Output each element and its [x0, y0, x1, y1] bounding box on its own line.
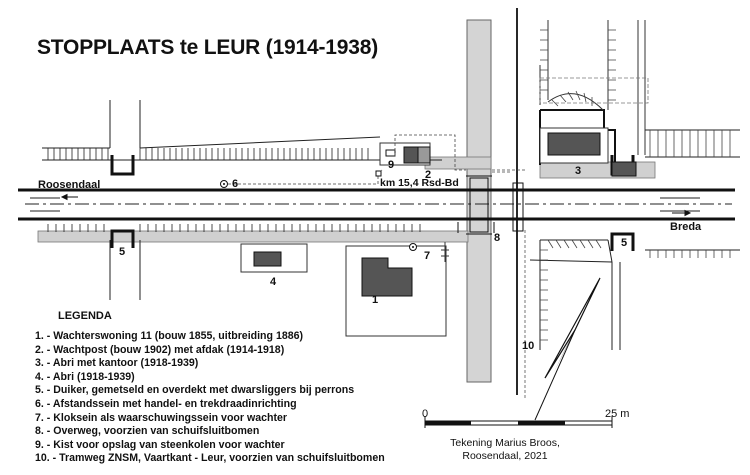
fence-south-west: [47, 224, 421, 232]
legend-item: 10. - Tramweg ZNSM, Vaartkant - Leur, vo…: [35, 452, 385, 465]
culvert-north-west: [110, 155, 135, 176]
drawing-credit: Tekening Marius Broos, Roosendaal, 2021: [430, 437, 580, 463]
credit-line-1: Tekening Marius Broos,: [450, 437, 560, 449]
platform-north-east: [539, 161, 656, 179]
legend-item: 2. - Wachtpost (bouw 1902) met afdak (19…: [35, 343, 285, 356]
platform-south: [37, 230, 469, 243]
legend-item: 6. - Afstandssein met handel- en trekdra…: [35, 397, 297, 410]
credit-line-2: Roosendaal, 2021: [462, 450, 548, 462]
marker-10: 10: [522, 340, 535, 352]
marker-9: 9: [388, 159, 395, 171]
scale-end-label: 25 m: [605, 408, 630, 420]
legend-item: 8. - Overweg, voorzien van schuifsluitbo…: [35, 425, 260, 438]
legend-item: 7. - Kloksein als waarschuwingssein voor…: [35, 411, 287, 424]
platform-north: [424, 156, 492, 170]
crossing-road: [466, 19, 492, 383]
marker-5-west: 5: [119, 246, 126, 258]
fence-north-west: [47, 148, 369, 160]
marker-6: 6: [232, 178, 239, 190]
marker-3: 3: [575, 165, 582, 177]
marker-8: 8: [494, 232, 501, 244]
legend-list: 1. - Wachterswoning 11 (bouw 1855, uitbr…: [35, 330, 385, 466]
crossing-gate-east: [512, 182, 524, 232]
legend-item: 1. - Wachterswoning 11 (bouw 1855, uitbr…: [35, 330, 304, 342]
building-2b: [417, 146, 431, 164]
marker-4: 4: [270, 276, 277, 288]
legend-item: 3. - Abri met kantoor (1918-1939): [35, 357, 199, 370]
legend-item: 4. - Abri (1918-1939): [35, 370, 135, 383]
culvert-south-east: [610, 232, 635, 251]
scale-bar: [424, 416, 613, 428]
coal-box: [385, 149, 396, 157]
marker-1: 1: [372, 294, 379, 306]
building-4: [253, 251, 282, 267]
place-roosendaal: Roosendaal: [38, 179, 101, 191]
building-3: [547, 132, 601, 156]
marker-2: 2: [425, 169, 432, 181]
culvert-south-west: [110, 229, 135, 248]
crossing-gate-west: [469, 177, 489, 233]
marker-7: 7: [424, 250, 431, 262]
north-arrow: [544, 277, 601, 379]
scale-start-label: 0: [422, 408, 429, 420]
page-title: STOPPLAATS te LEUR (1914-1938): [37, 36, 378, 59]
building-1: [361, 257, 413, 297]
legend-item: 9. - Kist voor opslag van steenkolen voo…: [35, 438, 285, 451]
arrow-east: [672, 209, 692, 217]
legend-item: 5. - Duiker, gemetseld en overdekt met d…: [35, 384, 355, 397]
arrow-west: [60, 193, 78, 201]
place-breda: Breda: [670, 221, 702, 233]
marker-5-east: 5: [621, 237, 628, 249]
km-marker: km 15,4 Rsd-Bd: [380, 177, 459, 189]
building-2a: [403, 146, 419, 164]
legend-title: LEGENDA: [58, 310, 112, 322]
